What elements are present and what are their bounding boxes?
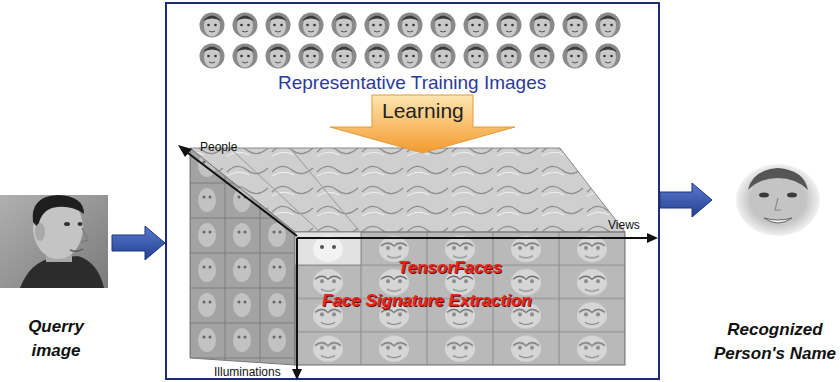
tensor-block: TensorFacesFace Signature Extraction — [185, 145, 630, 370]
block-arrow — [112, 226, 165, 260]
block-arrow — [660, 183, 712, 217]
query-image: Querry image — [0, 195, 112, 367]
frame-title: Representative Training Images — [278, 72, 546, 94]
axis-label: Views — [608, 218, 640, 232]
node-caption: Recognized Person's Name — [712, 318, 838, 366]
node-caption: Querry image — [11, 315, 101, 363]
tensor-label: TensorFaces — [398, 258, 502, 278]
axis-label: Illuminations — [214, 365, 281, 379]
learning-arrow: Learning — [330, 95, 515, 153]
tensor-label: Face Signature Extraction — [322, 291, 532, 311]
arrow-label: Learning — [382, 99, 464, 123]
axis-label: People — [200, 140, 237, 154]
